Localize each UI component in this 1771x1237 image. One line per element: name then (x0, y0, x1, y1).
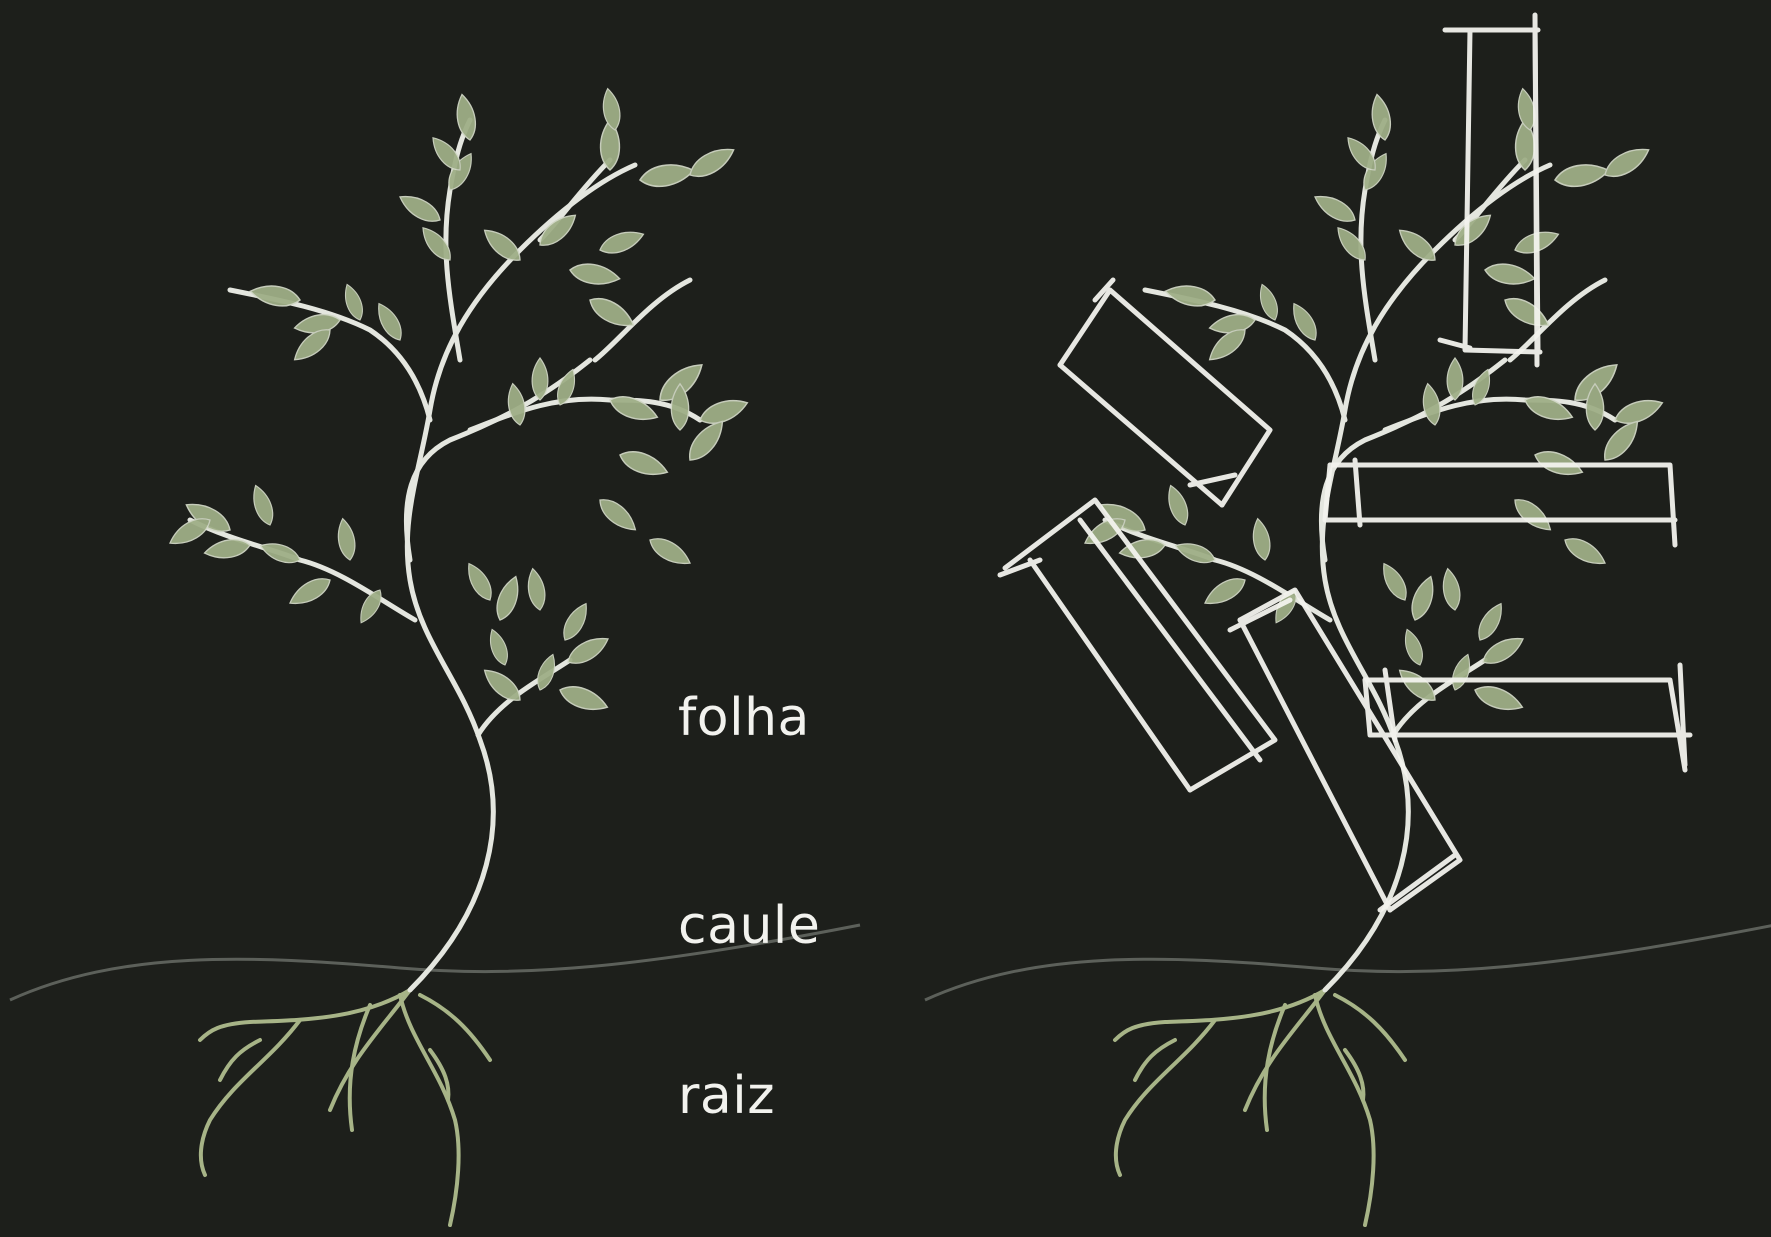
plant-illustration-left (10, 87, 860, 1225)
plant-illustration-right (925, 87, 1771, 1225)
label-root: raiz (678, 1066, 775, 1126)
sketch-rectangles (1000, 15, 1690, 910)
label-stem: caule (678, 896, 820, 956)
sketch-rect-lower-right (1365, 665, 1690, 770)
label-leaf: folha (678, 688, 810, 748)
sketch-rect-middle-right (1325, 460, 1675, 545)
